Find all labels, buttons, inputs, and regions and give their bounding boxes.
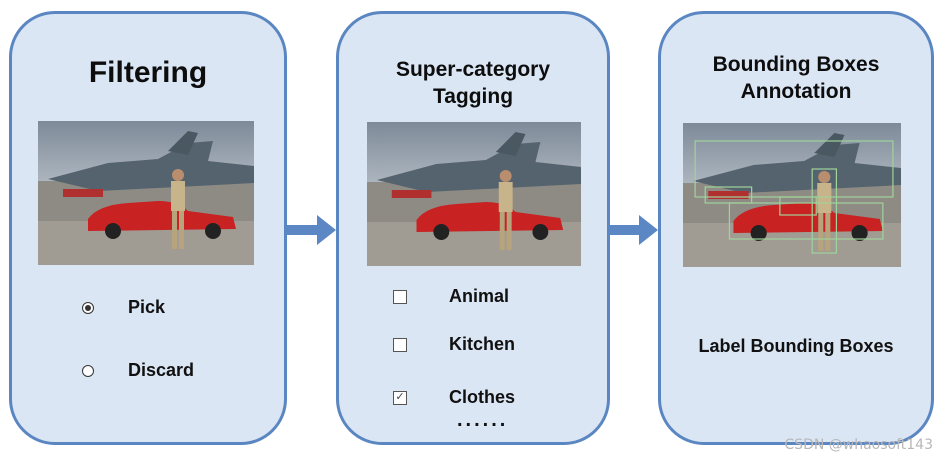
label-bounding-boxes: Label Bounding Boxes (698, 336, 894, 356)
photo-scene (683, 123, 901, 267)
title-line: Tagging (432, 85, 514, 108)
bounding-boxes (694, 140, 894, 254)
radio-selected-icon[interactable] (82, 301, 94, 314)
right-arrow-icon (609, 215, 658, 245)
sample-photo (38, 121, 254, 265)
option-kitchen[interactable]: Kitchen (393, 334, 515, 355)
option-label: Pick (128, 297, 166, 317)
option-animal[interactable]: Animal (393, 286, 509, 307)
option-label: Animal (449, 286, 510, 306)
checkbox-unchecked-icon[interactable] (393, 337, 407, 352)
title-line: Annotation (740, 80, 852, 103)
right-arrow-icon (287, 215, 336, 245)
radio-unselected-icon[interactable] (82, 364, 94, 377)
panel-super-category-tagging: Super-category Tagging Animal (336, 11, 610, 445)
watermark: CSDN @whaosoft143 (784, 437, 933, 453)
title-line: Super-category (395, 58, 551, 81)
option-pick[interactable]: Pick (82, 297, 165, 318)
annotated-photo (683, 123, 901, 267)
panel-title: Filtering (12, 56, 284, 90)
photo-scene (367, 122, 581, 266)
title-line: Bounding Boxes (712, 53, 880, 76)
photo-scene (38, 121, 254, 265)
panel-bounding-boxes-annotation: Bounding Boxes Annotation (658, 11, 934, 445)
sample-photo (367, 122, 581, 266)
option-clothes[interactable]: ✓ Clothes (393, 387, 515, 408)
panel-title: Bounding Boxes Annotation (661, 51, 931, 105)
panel-title: Super-category Tagging (339, 56, 607, 110)
option-label: Clothes (449, 387, 516, 407)
more-options-ellipsis: ...... (457, 409, 509, 431)
checkbox-unchecked-icon[interactable] (393, 289, 407, 304)
checkbox-checked-icon[interactable]: ✓ (393, 390, 407, 405)
option-label: Kitchen (449, 334, 516, 354)
option-label: Discard (128, 360, 195, 380)
title-line: Filtering (88, 56, 208, 89)
option-discard[interactable]: Discard (82, 360, 194, 381)
panel-filtering: Filtering (9, 11, 287, 445)
